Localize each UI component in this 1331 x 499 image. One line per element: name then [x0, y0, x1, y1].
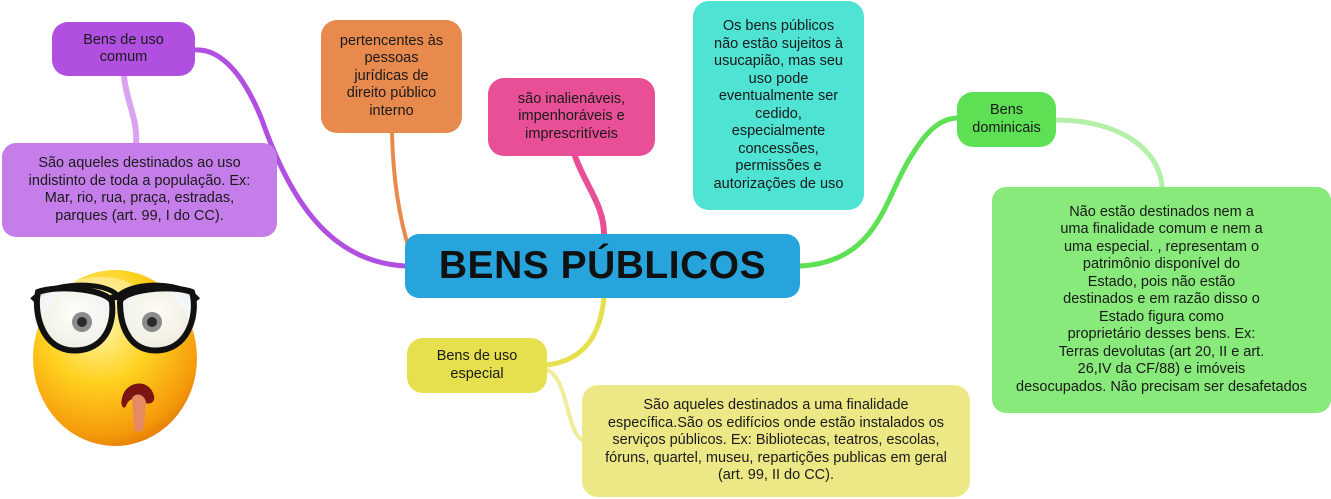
link-center-comum	[191, 47, 408, 269]
bens-uso-especial-description-node[interactable]: São aqueles destinados a uma finalidade …	[582, 385, 970, 497]
bens-uso-especial-node[interactable]: Bens de uso especial	[407, 338, 547, 393]
bens-uso-comum-description: São aqueles destinados ao uso indistinto…	[28, 155, 251, 224]
link-center-inalienaveis	[572, 153, 607, 237]
link-center-especial	[544, 295, 607, 368]
link-comum-desc	[121, 73, 140, 146]
bens-dominicais-node[interactable]: Bens dominicais	[957, 92, 1056, 147]
usucapiao-node[interactable]: Os bens públicos não estão sujeitos à us…	[693, 1, 864, 210]
link-dominicais-desc	[1053, 117, 1165, 190]
central-topic-node[interactable]: BENS PÚBLICOS	[405, 234, 800, 298]
bens-uso-comum-description-node[interactable]: São aqueles destinados ao uso indistinto…	[2, 143, 277, 237]
inalienaveis-node[interactable]: são inalienáveis, impenhoráveis e impres…	[488, 78, 655, 156]
bens-dominicais-description: Não estão destinados nem a uma finalidad…	[1016, 203, 1307, 395]
bens-uso-especial-description: São aqueles destinados a uma finalidade …	[605, 397, 947, 484]
worried-face-with-glasses-icon	[30, 270, 201, 446]
pessoas-juridicas-label: pertencentes às pessoas jurídicas de dir…	[339, 32, 444, 119]
bens-uso-comum-label: Bens de uso comum	[83, 31, 164, 66]
bens-dominicais-description-node[interactable]: Não estão destinados nem a uma finalidad…	[992, 187, 1331, 413]
link-center-juridicas	[390, 131, 412, 254]
inalienaveis-label: são inalienáveis, impenhoráveis e impres…	[517, 90, 626, 142]
usucapiao-label: Os bens públicos não estão sujeitos à us…	[713, 18, 844, 192]
link-especial-desc	[545, 368, 584, 442]
link-center-dominicais	[797, 115, 961, 269]
bens-uso-comum-node[interactable]: Bens de uso comum	[52, 22, 195, 76]
pessoas-juridicas-node[interactable]: pertencentes às pessoas jurídicas de dir…	[321, 20, 462, 133]
bens-uso-especial-label: Bens de uso especial	[436, 348, 518, 382]
bens-dominicais-label: Bens dominicais	[972, 102, 1041, 136]
central-topic-title: BENS PÚBLICOS	[438, 244, 767, 288]
